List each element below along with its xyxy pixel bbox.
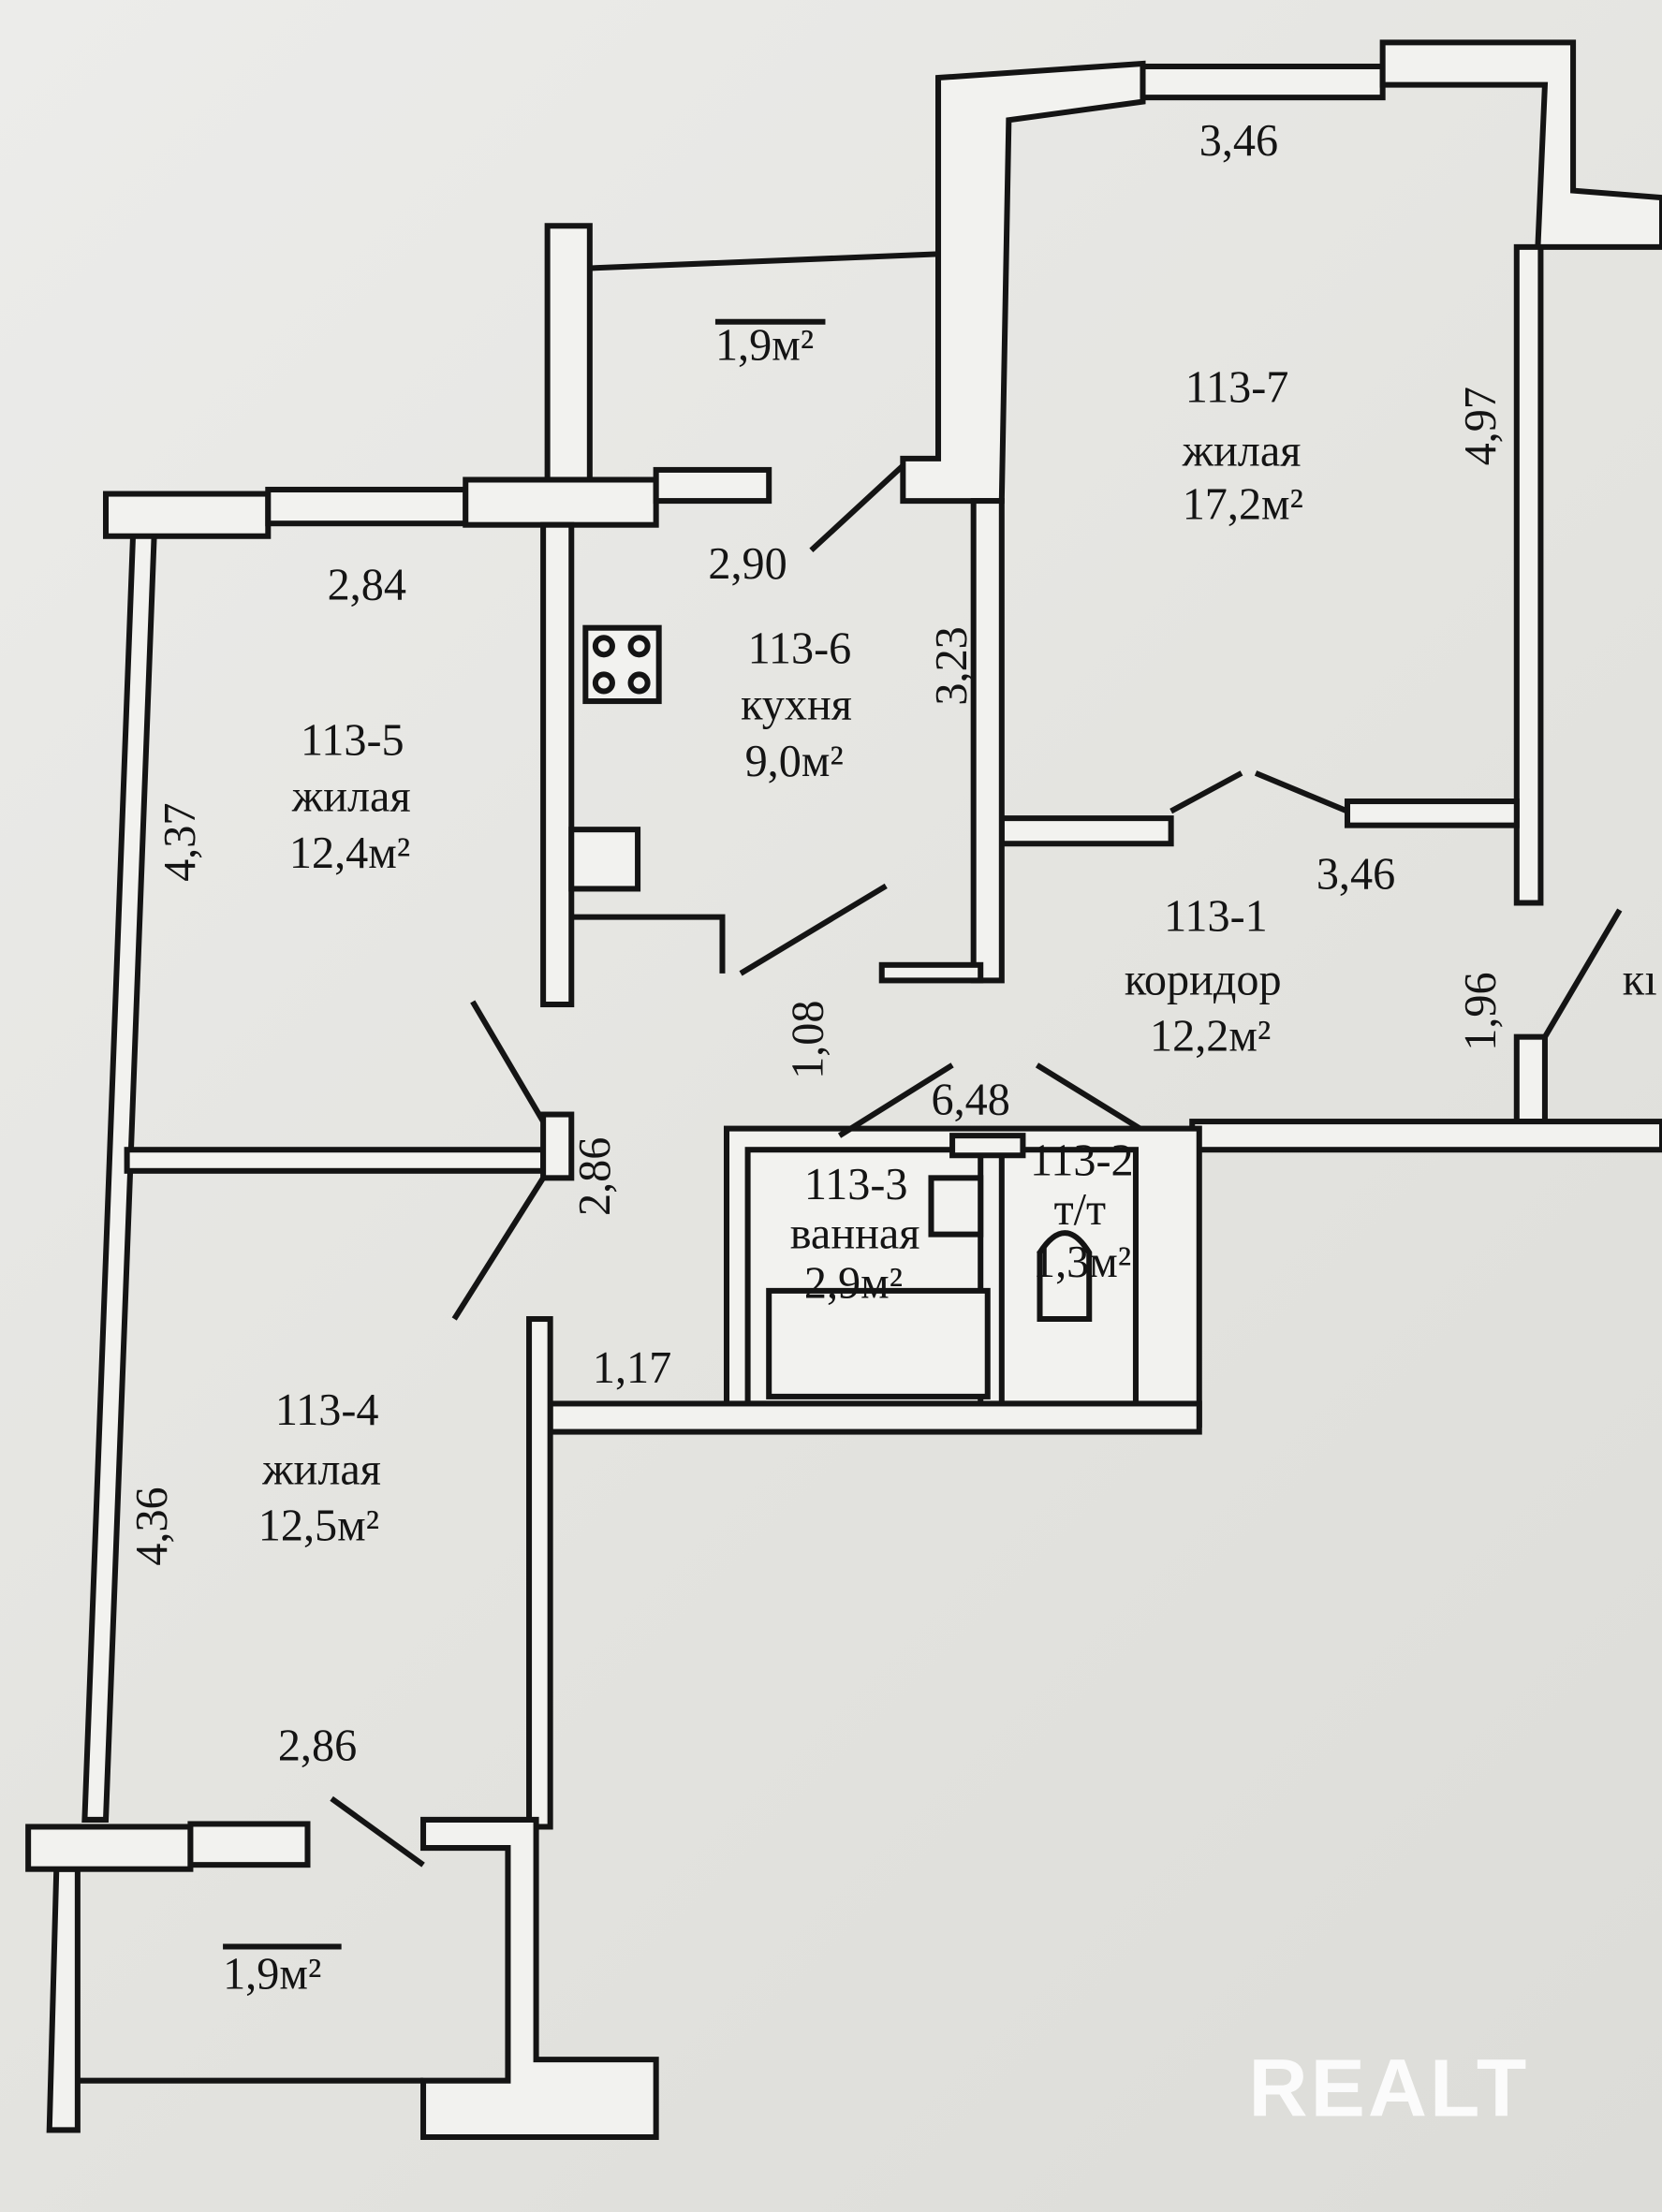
room-113-1-area: 12,2м²	[1150, 1012, 1271, 1062]
realt-watermark: REALT	[1249, 2042, 1530, 2133]
door-right	[1542, 908, 1623, 1039]
wall-kitchen-stub	[878, 961, 984, 984]
door-room5	[470, 1000, 546, 1123]
balcony-bottom-area: 1,9м²	[223, 1950, 321, 2000]
doors	[330, 463, 1623, 1868]
wall-balcony-partition	[544, 223, 593, 483]
window-room7	[1140, 63, 1386, 101]
window-room4	[187, 1821, 311, 1868]
wall-room7-bottom-left	[998, 815, 1174, 847]
room-113-7-area: 17,2м²	[1183, 480, 1303, 530]
wall-balcony-top	[25, 1824, 194, 1872]
dim-r6-side: 3,23	[927, 626, 977, 705]
dim-r4-side: 4,36	[127, 1487, 177, 1565]
room-113-6-type: кухня	[741, 681, 852, 730]
dim-r6-top: 2,90	[708, 539, 787, 589]
door-balcony	[809, 463, 905, 553]
wall-kitchen-left	[540, 521, 575, 1008]
room-113-7-id: 113-7	[1185, 363, 1289, 413]
wall-balcony-left	[46, 1866, 81, 2133]
balcony-top-area: 1,9м²	[715, 320, 814, 370]
room-113-4-id: 113-4	[275, 1385, 379, 1435]
counter	[571, 914, 726, 974]
cut-label: кı	[1623, 955, 1657, 1004]
wall-top-mid	[463, 476, 659, 528]
dim-bath-width: 1,17	[593, 1343, 671, 1393]
dim-hall-length: 6,48	[931, 1076, 1009, 1125]
wall-top-left	[102, 491, 272, 539]
window-kitchen	[653, 466, 772, 505]
wall-corridor-pier	[1513, 1033, 1548, 1125]
dim-corridor-width: 3,46	[1316, 849, 1395, 899]
bathtub-icon	[766, 1287, 991, 1399]
room-113-3-type: ванная	[790, 1209, 920, 1259]
door-room4	[451, 1176, 546, 1321]
window-room5	[265, 487, 469, 527]
room-113-4-type: жилая	[261, 1444, 381, 1494]
wall-room7-right	[1379, 39, 1662, 906]
room-113-6-id: 113-6	[748, 623, 852, 673]
labels: 1,9м² 3,46 113-7 жилая 17,2м² 4,97 2,90 …	[127, 116, 1657, 2000]
room-113-3-id: 113-3	[804, 1160, 908, 1209]
wall-room4-right	[526, 1316, 553, 1830]
room-113-4-area: 12,5м²	[258, 1502, 379, 1551]
dim-r7-side: 4,97	[1456, 387, 1506, 465]
room-113-2-type: т/т	[1054, 1185, 1107, 1235]
wall-room5-room4	[124, 1147, 547, 1174]
wall-balcony-right	[420, 1816, 659, 2140]
door-balcony-bottom	[330, 1795, 425, 1868]
wall-room7-left	[900, 60, 1146, 505]
door-room7-a	[1169, 770, 1243, 814]
room-113-5-type: жилая	[291, 772, 411, 822]
dim-r7-top: 3,46	[1199, 116, 1278, 166]
dim-r4-bottom: 2,86	[278, 1721, 357, 1771]
dim-passage: 2,86	[570, 1137, 620, 1216]
room-113-2-area: 1,3м²	[1033, 1238, 1131, 1287]
fixtures	[568, 624, 1093, 1399]
room-113-2-id: 113-2	[1030, 1135, 1134, 1185]
door-kitchen	[739, 883, 888, 976]
room-113-1-id: 113-1	[1164, 892, 1268, 942]
room-113-5-id: 113-5	[301, 715, 404, 765]
door-toilet	[1035, 1062, 1142, 1132]
toilet-icon	[1037, 1230, 1093, 1323]
balcony-rail-top	[589, 251, 939, 271]
dim-r5-side: 4,37	[155, 803, 205, 882]
wall-corridor-bottom	[1189, 1119, 1662, 1153]
wall-pier	[540, 1111, 575, 1181]
dim-corridor-side: 1,96	[1456, 972, 1506, 1050]
door-bath	[837, 1062, 954, 1138]
sink-icon	[568, 827, 641, 892]
shelf	[949, 1133, 1026, 1159]
wall-bath-bottom	[547, 1400, 1202, 1435]
washbasin-icon	[928, 1175, 984, 1238]
room-113-7-type: жилая	[1182, 426, 1302, 476]
wall-kitchen-right	[970, 498, 1005, 984]
dim-hall-side: 1,08	[783, 1001, 832, 1079]
room-113-1-type: коридор	[1125, 955, 1282, 1004]
room-113-6-area: 9,0м²	[745, 737, 844, 786]
walls	[25, 39, 1662, 2140]
dim-r5-top: 2,84	[328, 561, 406, 610]
wall-room7-bottom-right	[1344, 798, 1520, 828]
door-room7-b	[1254, 770, 1349, 814]
room-113-3-area: 2,9м²	[804, 1258, 903, 1308]
room-113-5-area: 12,4м²	[289, 828, 410, 878]
